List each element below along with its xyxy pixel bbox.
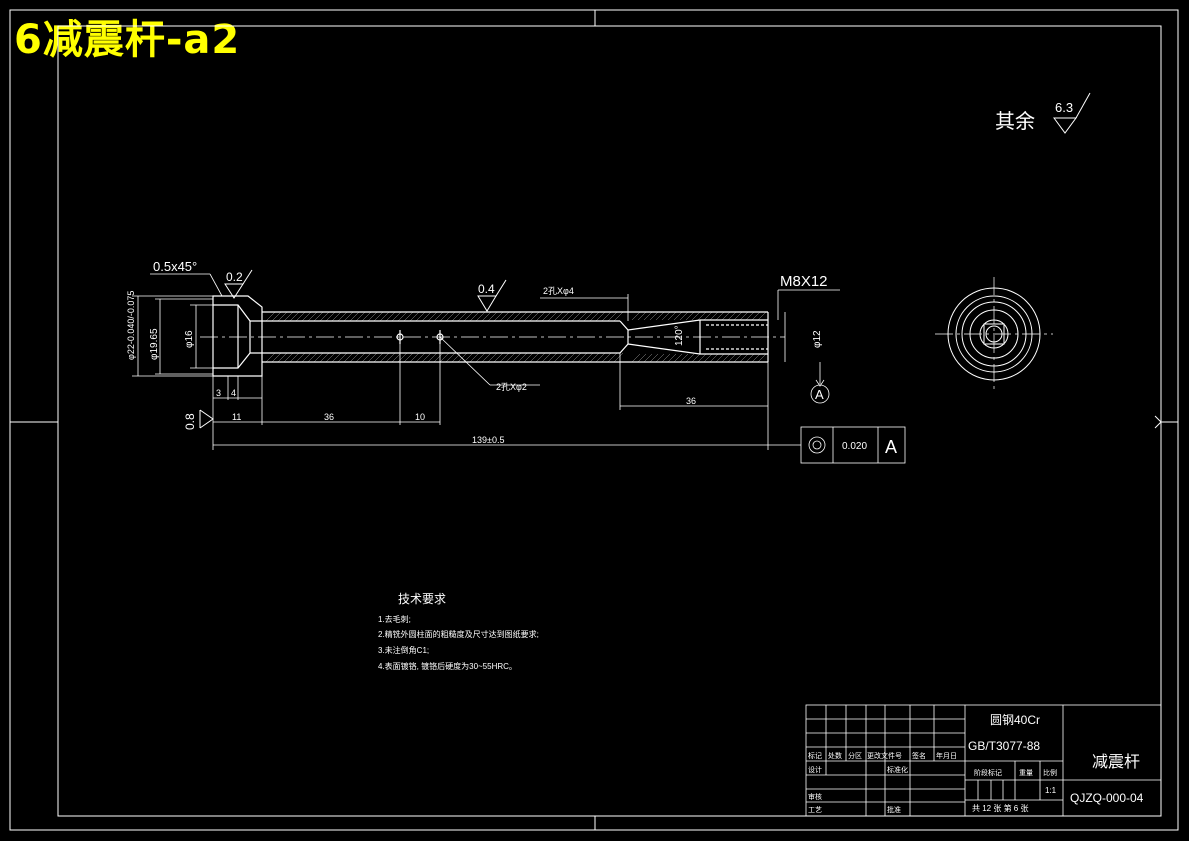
title-block-texts: 圆钢40Cr GB/T3077-88 减震杆 QJZQ-000-04 共 12 … <box>808 713 1144 814</box>
overlay-title: 6减震杆-a2 <box>14 17 241 63</box>
material: 圆钢40Cr <box>990 713 1040 727</box>
sheet-info: 共 12 张 第 6 张 <box>972 803 1028 813</box>
scale-label: 比例 <box>1043 768 1057 777</box>
scale-value: 1:1 <box>1045 786 1057 795</box>
section-hatching <box>265 311 767 363</box>
roughness-mid: 0.4 <box>478 282 495 296</box>
dia-12: φ12 <box>812 330 823 348</box>
roughness-left: 0.8 <box>183 413 197 430</box>
dim-10: 10 <box>415 412 425 422</box>
tolerance-value: 0.020 <box>842 441 867 452</box>
length-total: 139±0.5 <box>472 435 504 445</box>
material-standard: GB/T3077-88 <box>968 739 1040 753</box>
roughness-rest-value: 6.3 <box>1055 100 1073 115</box>
roughness-rest-label: 其余 <box>995 110 1035 133</box>
dim-4: 4 <box>231 388 236 398</box>
row-review: 审核 <box>808 792 822 801</box>
dim-11: 11 <box>232 412 241 422</box>
dim-36b: 36 <box>686 396 696 406</box>
tech-item-4: 4.表面镀铬, 镀铬后硬度为30~55HRC。 <box>378 661 517 671</box>
tolerance-datum: A <box>885 437 897 457</box>
dimension-lines <box>132 273 906 464</box>
tech-item-1: 1.去毛刺; <box>378 614 411 624</box>
holes-bottom: 2孔Xφ2 <box>496 382 527 392</box>
header-5: 年月日 <box>936 751 957 760</box>
roughness-symbols <box>199 92 1091 429</box>
outer-border <box>9 9 1179 831</box>
title-block <box>805 704 1162 817</box>
dia-1965: φ19.65 <box>149 328 160 360</box>
holes-top: 2孔Xφ4 <box>543 286 574 296</box>
dim-3: 3 <box>216 388 221 398</box>
tech-item-2: 2.精铣外圆柱面的粗糙度及尺寸达到图纸要求; <box>378 629 539 639</box>
chamfer-dim: 0.5x45° <box>153 259 197 274</box>
stage-label: 阶段标记 <box>974 768 1002 777</box>
dia-outer: φ22-0.040/-0.075 <box>126 291 136 360</box>
header-2: 分区 <box>848 751 862 760</box>
header-4: 签名 <box>912 751 926 760</box>
part-end-view <box>935 277 1053 391</box>
drawing-number: QJZQ-000-04 <box>1070 791 1144 805</box>
dimension-texts: 0.5x45° 0.2 0.4 0.8 φ22-0.040/-0.075 φ19… <box>126 259 897 457</box>
thread-dim: M8X12 <box>780 273 828 290</box>
row-approve: 批准 <box>887 805 901 814</box>
tech-title: 技术要求 <box>398 592 446 606</box>
dia-16: φ16 <box>184 330 195 348</box>
header-0: 标记 <box>808 751 822 760</box>
row-standard: 标准化 <box>887 765 908 774</box>
tech-item-3: 3.未注倒角C1; <box>378 645 429 655</box>
weight-label: 重量 <box>1019 769 1033 777</box>
roughness-top-left: 0.2 <box>226 270 243 284</box>
header-3: 更改文件号 <box>867 751 902 760</box>
part-side-view <box>200 295 785 377</box>
part-name: 减震杆 <box>1092 753 1140 771</box>
header-1: 处数 <box>828 751 842 760</box>
inner-border <box>57 25 1162 817</box>
row-process: 工艺 <box>808 806 822 814</box>
angle-dim: 120° <box>674 325 685 346</box>
dim-36a: 36 <box>324 412 334 422</box>
tech-requirements: 技术要求 1.去毛刺; 2.精铣外圆柱面的粗糙度及尺寸达到图纸要求; 3.未注倒… <box>378 592 539 671</box>
row-design: 设计 <box>808 765 822 774</box>
datum-letter: A <box>815 387 824 402</box>
